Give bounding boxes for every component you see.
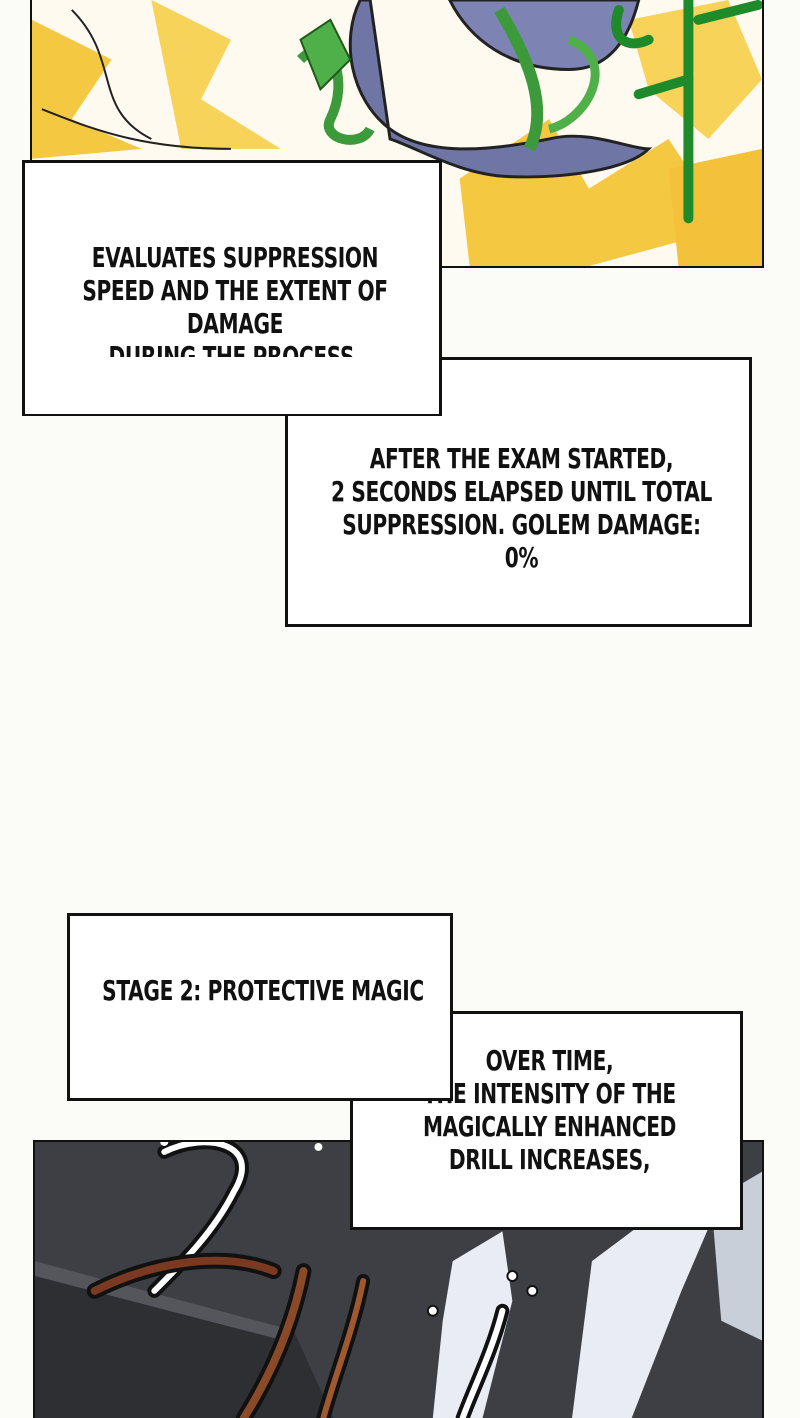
caption-exam-result-text: AFTER THE EXAM STARTED, 2 SECONDS ELAPSE… xyxy=(331,442,712,574)
top-illustration-panel xyxy=(30,0,764,268)
caption-evaluation-text: EVALUATES SUPPRESSION SPEED AND THE EXTE… xyxy=(82,241,388,373)
bottom-illustration-panel xyxy=(33,1140,764,1418)
drill-sfx-illustration xyxy=(35,1142,762,1418)
golem-vine-illustration xyxy=(32,0,762,266)
caption-join-mask xyxy=(25,357,439,414)
caption-join-mask-2 xyxy=(70,1011,450,1098)
